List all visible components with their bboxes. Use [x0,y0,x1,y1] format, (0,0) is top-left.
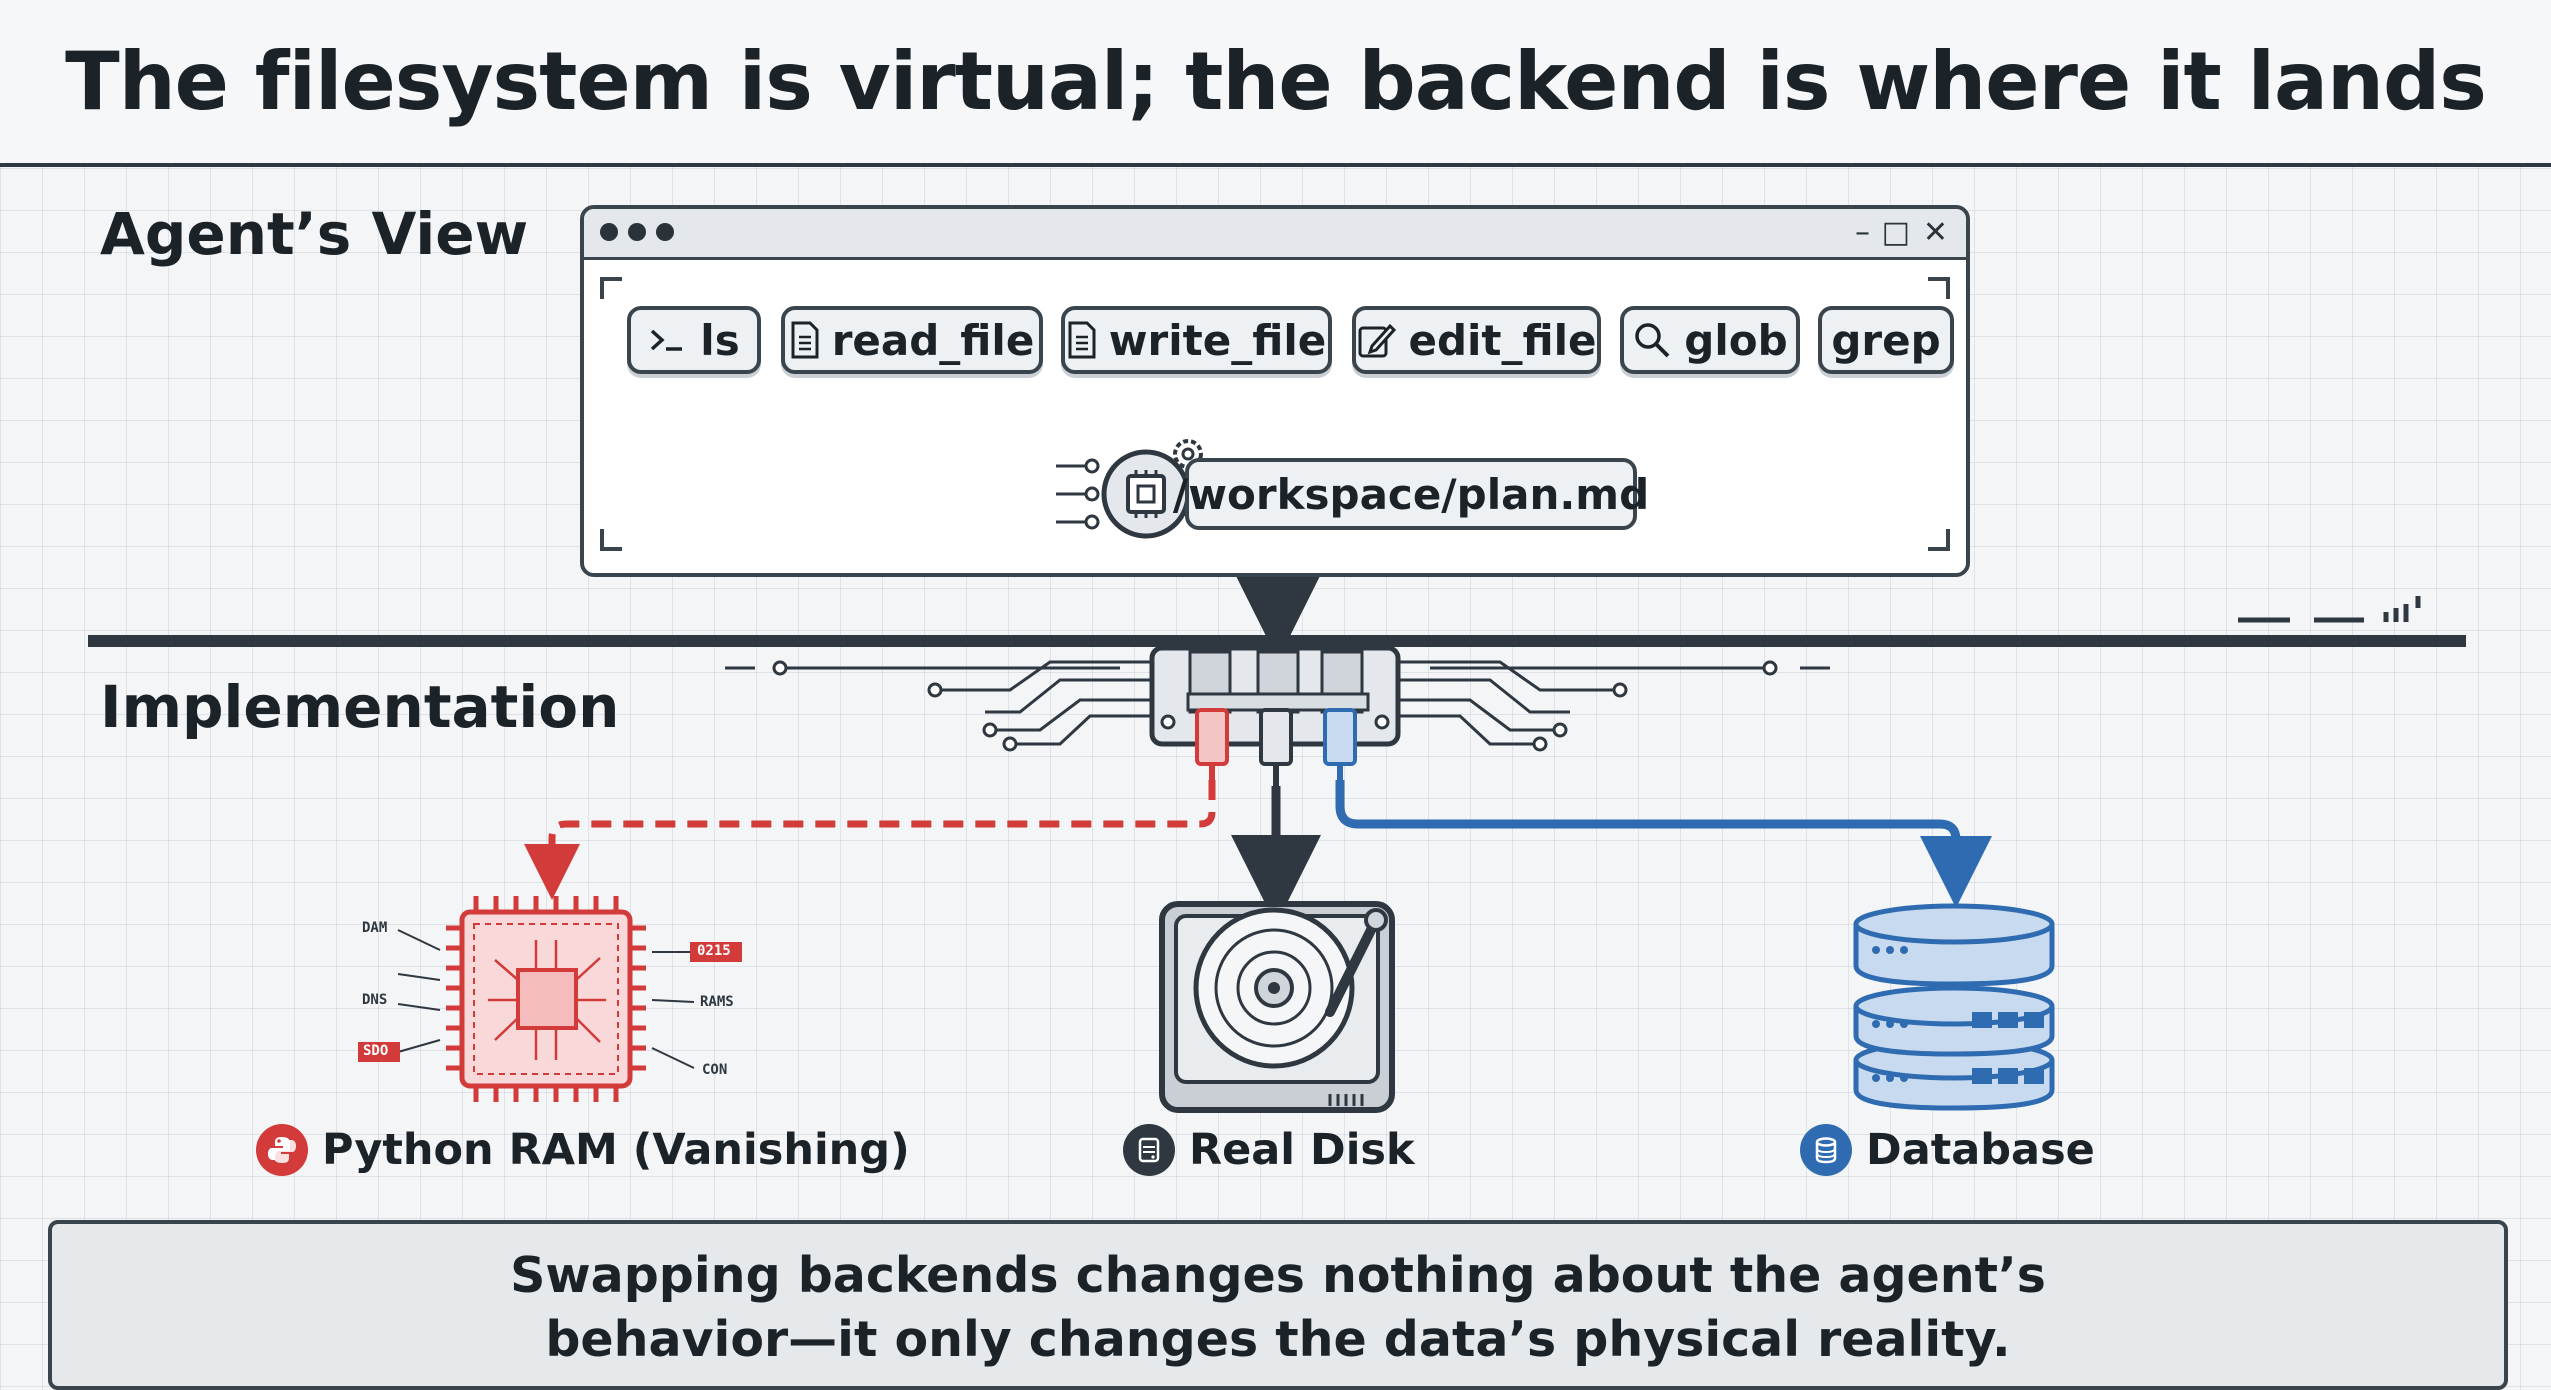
disk-illustration [1159,901,1395,1113]
tool-write-file-label: write_file [1108,315,1327,365]
implementation-label: Implementation [100,673,620,741]
circuit-traces [725,660,1830,746]
backend-disk-label: Real Disk [1123,1124,1415,1176]
chip-label-rams: RAMS [700,994,734,1010]
ram-chip-illustration [358,896,742,1102]
close-icon[interactable]: ✕ [1922,215,1948,250]
window-dot [600,223,618,241]
tool-glob-button[interactable]: glob [1620,306,1800,374]
route-to-database [1335,780,1992,908]
minimize-icon[interactable]: – [1855,215,1870,250]
tool-read-file-label: read_file [831,315,1035,365]
database-icon [1800,1124,1852,1176]
tool-grep-label: grep [1831,315,1941,365]
chip-label-dam: DAM [362,920,388,936]
footer-banner: Swapping backends changes nothing about … [48,1220,2508,1390]
tool-ls-button[interactable]: ls [627,306,761,374]
search-icon [1632,320,1672,360]
disk-icon [1123,1124,1175,1176]
tool-grep-button[interactable]: grep [1818,306,1954,374]
footer-line-2: behavior—it only changes the data’s phys… [545,1311,2011,1368]
chip-label-dns: DNS [362,992,388,1008]
window-titlebar: – □ ✕ [584,209,1966,260]
window-dot [628,223,646,241]
maximize-icon[interactable]: □ [1881,215,1910,250]
backend-ram-label: Python RAM (Vanishing) [256,1124,910,1176]
agents-view-label: Agent’s View [100,200,529,268]
footer-line-1: Swapping backends changes nothing about … [510,1247,2046,1304]
backend-ram-text: Python RAM (Vanishing) [322,1125,910,1175]
tool-ls-label: ls [700,315,740,365]
chip-label-0215: 0215 [697,943,731,959]
tool-read-file-button[interactable]: read_file [781,306,1043,374]
tool-edit-file-button[interactable]: edit_file [1352,306,1601,374]
backend-disk-text: Real Disk [1189,1125,1415,1175]
divider-tick-marks [2238,596,2421,623]
chip-label-sdo: SDO [363,1043,389,1059]
database-illustration [1853,903,2055,1111]
processor-icon [1056,439,1203,539]
edit-icon [1356,320,1397,360]
file-path-box[interactable]: /workspace/plan.md [1173,458,1649,530]
page-title: The filesystem is virtual; the backend i… [65,35,2487,128]
routing-hub [1149,645,1401,786]
python-icon [256,1124,308,1176]
backend-database-text: Database [1866,1125,2095,1175]
tool-glob-label: glob [1684,315,1788,365]
tool-write-file-button[interactable]: write_file [1061,306,1332,374]
terminal-icon [648,325,688,355]
document-icon [790,320,820,360]
document-icon [1067,320,1097,360]
route-to-ram [524,780,1216,900]
header: The filesystem is virtual; the backend i… [0,0,2551,167]
tool-edit-file-label: edit_file [1408,315,1597,365]
window-dot [656,223,674,241]
backend-database-label: Database [1800,1124,2095,1176]
chip-label-con: CON [702,1062,728,1078]
window-corner-brackets [600,277,1950,551]
